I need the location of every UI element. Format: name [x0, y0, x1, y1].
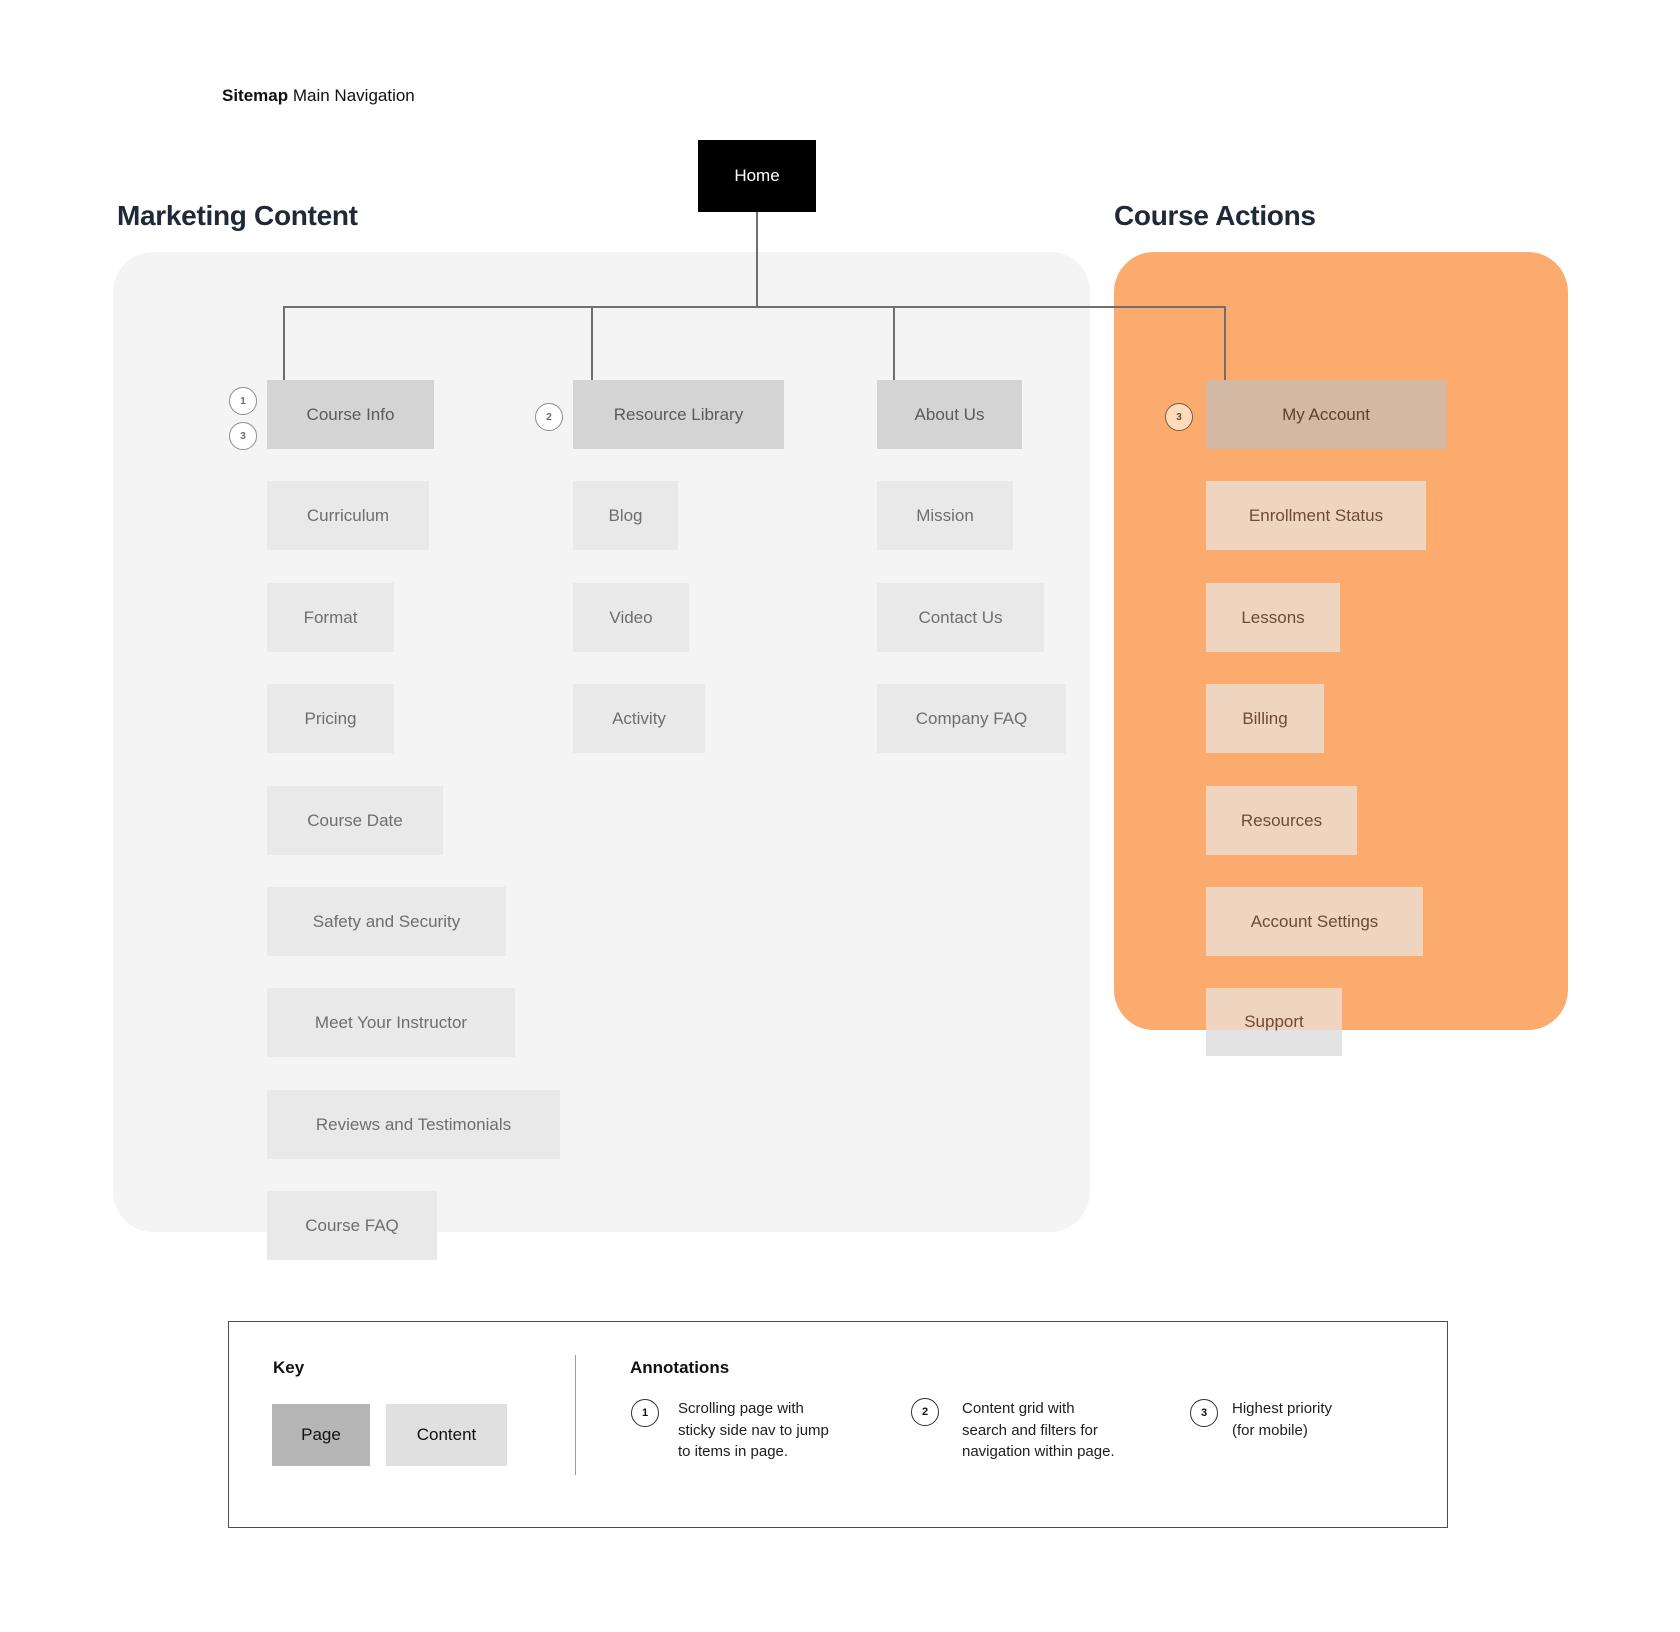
node-label: Account Settings [1250, 911, 1379, 931]
node-label: Format [303, 607, 358, 627]
course-actions-heading: Course Actions [1114, 200, 1316, 231]
page-title: Sitemap Main Navigation [222, 86, 415, 106]
node-label: Pricing [304, 708, 357, 728]
node-about-us[interactable]: About Us [877, 380, 1022, 449]
node-lessons[interactable]: Lessons [1206, 583, 1340, 652]
key-title: Key [273, 1358, 305, 1377]
legend-divider [575, 1355, 576, 1475]
node-resources[interactable]: Resources [1206, 786, 1357, 855]
node-safety-and-security[interactable]: Safety and Security [267, 887, 506, 956]
home-stem-line [756, 212, 758, 306]
node-label: Course Date [307, 810, 403, 830]
node-label: Resource Library [613, 404, 744, 424]
node-label: Meet Your Instructor [314, 1012, 468, 1032]
node-account-settings[interactable]: Account Settings [1206, 887, 1423, 956]
node-activity[interactable]: Activity [573, 684, 705, 753]
node-blog[interactable]: Blog [573, 481, 678, 550]
annotation-1-number: 1 [641, 1407, 649, 1419]
support-peach-cap [1206, 988, 1342, 1030]
node-label: Billing [1242, 708, 1288, 728]
node-label: Blog [608, 505, 643, 525]
node-label: Resources [1240, 810, 1323, 830]
node-label: Course FAQ [305, 1215, 399, 1235]
annotation-3-number: 3 [1200, 1407, 1208, 1419]
priority-marker-3: 3 [1165, 403, 1193, 431]
node-my-account[interactable]: My Account [1206, 380, 1446, 449]
node-label: Reviews and Testimonials [315, 1114, 512, 1134]
page-title-rest: Main Navigation [288, 86, 415, 105]
priority-marker-1: 1 [229, 387, 257, 415]
marketing-content-heading: Marketing Content [117, 200, 358, 231]
node-course-date[interactable]: Course Date [267, 786, 443, 855]
node-label: Video [609, 607, 653, 627]
node-label: Curriculum [306, 505, 390, 525]
node-course-info[interactable]: Course Info [267, 380, 434, 449]
node-company-faq[interactable]: Company FAQ [877, 684, 1066, 753]
node-curriculum[interactable]: Curriculum [267, 481, 429, 550]
node-label: Enrollment Status [1248, 505, 1384, 525]
node-label: Home [734, 166, 780, 185]
annotation-3-circle: 3 [1190, 1399, 1218, 1427]
node-label: Lessons [1241, 607, 1305, 627]
annotation-2-circle: 2 [911, 1398, 939, 1426]
node-support[interactable]: Support [1206, 988, 1342, 1056]
priority-marker-2: 2 [535, 403, 563, 431]
node-enrollment-status[interactable]: Enrollment Status [1206, 481, 1426, 550]
node-label: Activity [612, 708, 666, 728]
node-pricing[interactable]: Pricing [267, 684, 394, 753]
page-title-bold: Sitemap [222, 86, 289, 105]
node-label: Mission [916, 505, 974, 525]
node-label: Support [1244, 1012, 1304, 1031]
node-contact-us[interactable]: Contact Us [877, 583, 1044, 652]
key-swatch-page-label: Page [301, 1425, 341, 1444]
node-course-faq[interactable]: Course FAQ [267, 1191, 437, 1260]
drop-line-course-info [283, 306, 285, 380]
priority-marker-3: 3 [229, 422, 257, 450]
node-meet-your-instructor[interactable]: Meet Your Instructor [267, 988, 515, 1057]
drop-line-my-account [1224, 306, 1226, 380]
node-label: Safety and Security [312, 911, 461, 931]
node-reviews-and-testimonials[interactable]: Reviews and Testimonials [267, 1090, 560, 1159]
annotation-3-text: Highest priority(for mobile) [1232, 1400, 1333, 1439]
node-video[interactable]: Video [573, 583, 689, 652]
main-branch-line [283, 306, 1226, 308]
drop-line-resource-library [591, 306, 593, 380]
annotation-2-number: 2 [921, 1406, 929, 1418]
annotation-1-circle: 1 [631, 1399, 659, 1427]
node-label: My Account [1282, 404, 1370, 424]
drop-line-about-us [893, 306, 895, 380]
node-label: Course Info [306, 404, 395, 424]
annotations-title: Annotations [630, 1358, 730, 1377]
node-label: Contact Us [918, 607, 1003, 627]
node-label: About Us [914, 404, 985, 424]
node-home[interactable]: Home [698, 140, 816, 212]
node-billing[interactable]: Billing [1206, 684, 1324, 753]
node-format[interactable]: Format [267, 583, 394, 652]
key-swatch-content-label: Content [416, 1425, 477, 1444]
key-swatch-page: Page [272, 1404, 370, 1466]
node-resource-library[interactable]: Resource Library [573, 380, 784, 449]
node-mission[interactable]: Mission [877, 481, 1013, 550]
key-swatch-content: Content [386, 1404, 507, 1466]
node-label: Company FAQ [915, 708, 1028, 728]
